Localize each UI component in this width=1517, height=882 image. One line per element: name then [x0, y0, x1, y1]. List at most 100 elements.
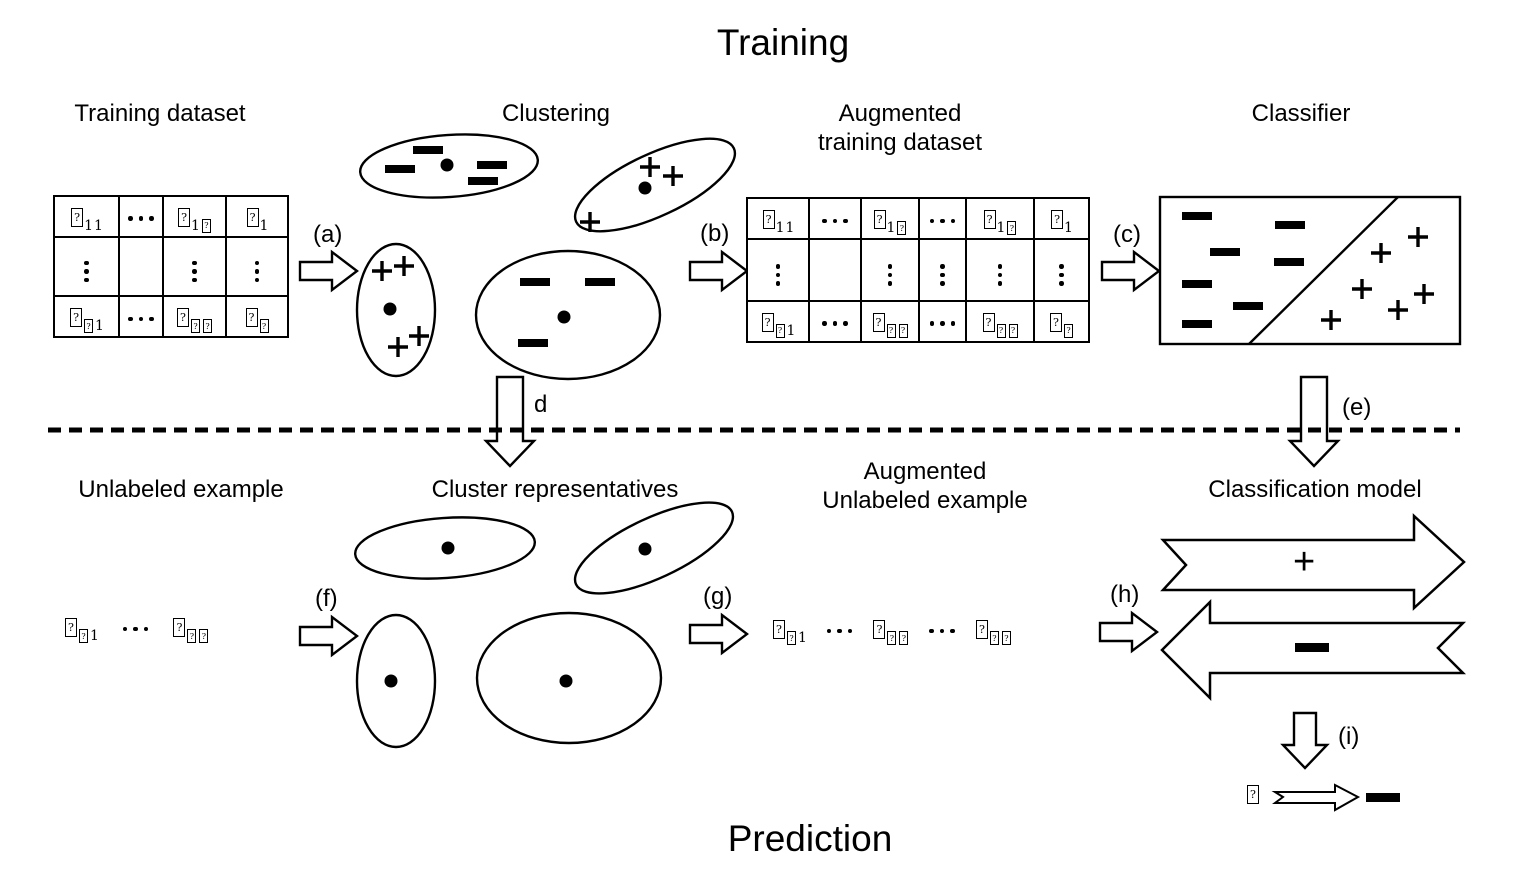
- table-cell: [808, 299, 862, 344]
- tofu-glyph: [84, 319, 94, 334]
- table-cell: [1033, 299, 1090, 344]
- plus-mark: [394, 256, 414, 276]
- clustering-label: Clustering: [501, 100, 611, 127]
- arrow-label-i: (i): [1338, 723, 1360, 750]
- tofu-glyph: [199, 629, 209, 643]
- arrow-c-icon: [1100, 250, 1161, 292]
- math-token: [122, 626, 149, 638]
- tofu-glyph: [773, 620, 785, 639]
- minus-mark: [1275, 221, 1305, 229]
- math-token: [176, 308, 213, 334]
- prediction-cluster-group: [353, 501, 735, 749]
- tofu-glyph: [775, 323, 785, 338]
- tofu-glyph: [762, 210, 775, 230]
- augmented-training-dataset-table: 111111: [746, 196, 1090, 344]
- plus-mark: [1388, 300, 1408, 320]
- cluster-representatives-label: Cluster representatives: [431, 476, 679, 503]
- math-token: [929, 218, 956, 230]
- table-cell: [118, 295, 164, 338]
- math-token: 1: [983, 210, 1018, 236]
- table-cell: [225, 295, 289, 338]
- math-token: [982, 312, 1019, 338]
- plus-mark: [1414, 284, 1434, 304]
- augmented-unlabeled-example-label: Augmented Unlabeled example: [822, 458, 1028, 515]
- minus-mark: [468, 177, 498, 185]
- ellipsis-horizontal: [822, 218, 848, 224]
- math-token: [192, 260, 197, 283]
- tofu-glyph: [982, 312, 995, 332]
- plus-mark: [663, 166, 683, 186]
- math-token: [929, 321, 956, 332]
- math-token: 1: [64, 618, 99, 643]
- math-token: 1: [873, 210, 908, 236]
- unlabeled-example-label: Unlabeled example: [78, 476, 284, 503]
- tofu-glyph: [975, 620, 988, 639]
- tofu-glyph: [996, 323, 1006, 338]
- tofu-glyph: [1051, 210, 1064, 230]
- minus-mark: [385, 165, 415, 173]
- arrow-f-icon: [298, 615, 359, 657]
- tofu-glyph: [1007, 221, 1017, 236]
- tofu-glyph: [873, 620, 886, 639]
- ellipsis-horizontal: [929, 628, 955, 633]
- math-token: 11: [762, 210, 794, 235]
- table-cell: [965, 299, 1035, 344]
- minus-mark: [518, 339, 548, 347]
- arrow-label-d: d: [534, 391, 548, 418]
- arrow-label-f: (f): [315, 585, 338, 612]
- table-cell: [918, 299, 967, 344]
- math-token: 1: [761, 312, 795, 338]
- math-token: [128, 216, 154, 227]
- arrow-i-icon: [1281, 711, 1329, 770]
- table-cell: [162, 295, 227, 338]
- plus-mark: [409, 326, 429, 346]
- training-dataset-label: Training dataset: [74, 100, 246, 127]
- tofu-glyph: [178, 207, 191, 227]
- tofu-glyph: [897, 221, 907, 236]
- table-cell: 1: [860, 196, 920, 241]
- table-cell: 1: [965, 196, 1035, 241]
- math-token: [1049, 312, 1074, 338]
- table-cell: 11: [746, 196, 810, 241]
- query-tofu-glyph: [1247, 785, 1259, 804]
- tofu-glyph: [1008, 323, 1018, 338]
- centroid-dot: [557, 310, 571, 324]
- ellipsis-vertical: [1059, 264, 1064, 286]
- math-token: [826, 628, 853, 640]
- math-token: [172, 618, 209, 643]
- math-token: [822, 218, 848, 230]
- ellipsis-vertical: [192, 260, 197, 283]
- tofu-glyph: [886, 323, 896, 338]
- math-token: 1: [69, 308, 104, 334]
- table-cell: 11: [53, 195, 120, 238]
- table-cell: [860, 238, 920, 302]
- math-token: [254, 260, 260, 283]
- minus-mark: [1182, 280, 1212, 288]
- math-token: 1: [177, 207, 212, 233]
- math-token: 1: [246, 207, 268, 233]
- cluster-ellipse: [573, 137, 737, 233]
- math-token: [822, 321, 848, 332]
- table-cell: 1: [225, 195, 289, 238]
- minus-mark: [585, 278, 615, 286]
- minus-mark: [1233, 302, 1263, 310]
- tofu-glyph: [1001, 631, 1011, 645]
- classification-model-label: Classification model: [1208, 476, 1422, 503]
- ellipsis-horizontal: [929, 218, 956, 224]
- classifier-box: [1158, 195, 1462, 346]
- table-cell: [118, 235, 164, 298]
- ellipsis-vertical: [775, 264, 781, 286]
- plus-mark: [1352, 279, 1372, 299]
- table-cell: [808, 238, 862, 302]
- arrow-g-icon: [688, 613, 749, 655]
- arrow-label-b: (b): [700, 220, 730, 247]
- classifier-label: Classifier: [1251, 100, 1351, 127]
- centroid-dot: [559, 674, 573, 688]
- math-token: [940, 264, 945, 286]
- tofu-glyph: [898, 323, 908, 338]
- tofu-glyph: [887, 631, 897, 645]
- ellipsis-horizontal: [826, 628, 853, 633]
- ellipsis-horizontal: [128, 316, 154, 322]
- math-token: [775, 264, 781, 286]
